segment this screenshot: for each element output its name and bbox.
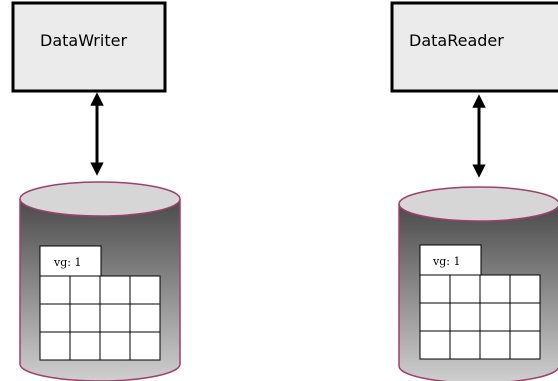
reader-table: vg: 1 xyxy=(419,244,541,360)
writer-table: vg: 1 xyxy=(39,245,161,361)
datareader-label: DataReader xyxy=(409,31,504,50)
writer-group: DataWriter vg: 1 xyxy=(11,1,181,381)
reader-table-header xyxy=(419,244,482,276)
writer-table-label: vg: 1 xyxy=(53,256,81,269)
datawriter-box xyxy=(11,1,167,93)
datareader-box xyxy=(390,1,558,93)
reader-table-label: vg: 1 xyxy=(432,255,460,268)
writer-table-header xyxy=(39,245,102,277)
reader-group: DataReader vg: 1 xyxy=(390,1,558,381)
datawriter-label: DataWriter xyxy=(40,31,127,50)
